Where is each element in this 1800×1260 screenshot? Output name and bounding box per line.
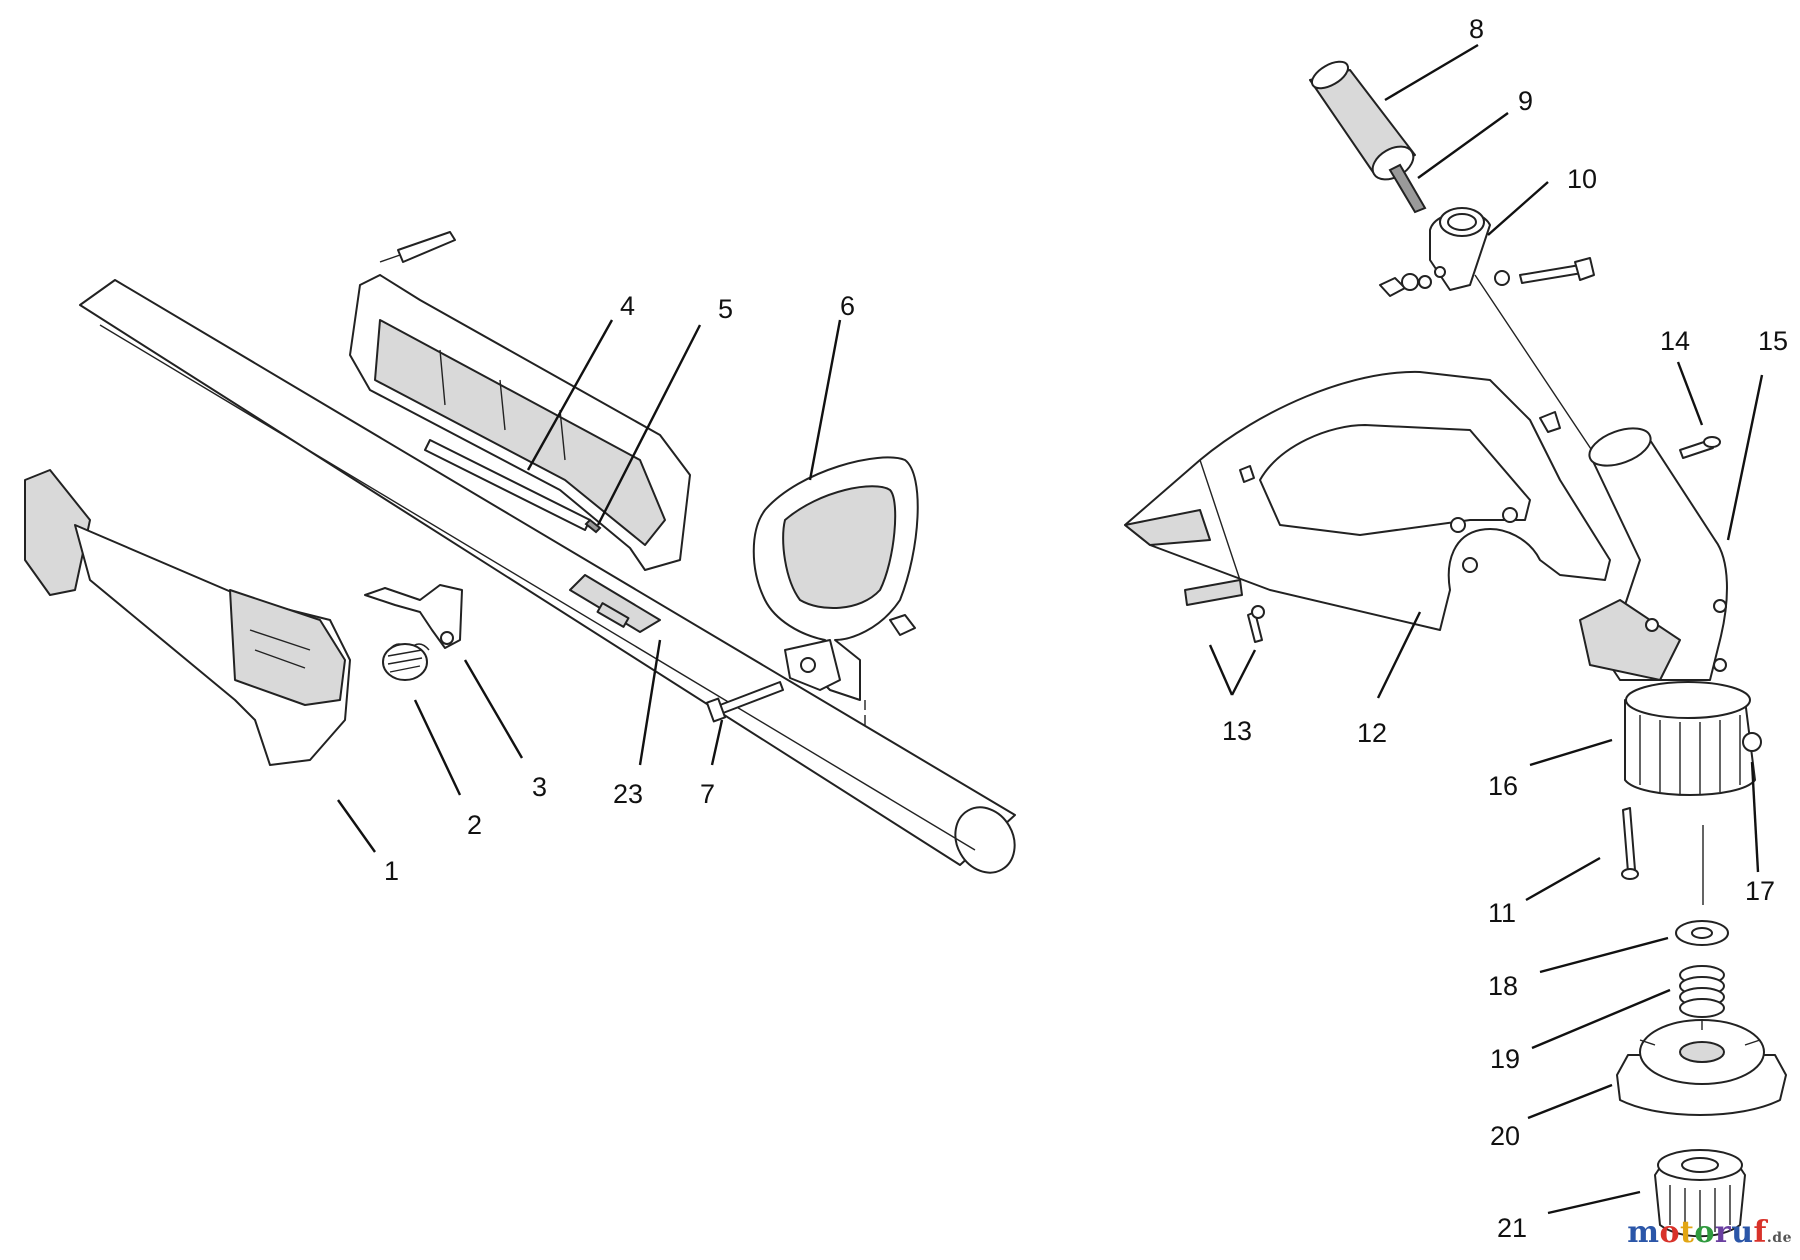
part-10-clamp xyxy=(1379,207,1596,456)
part-5-pin xyxy=(584,518,602,534)
watermark-logo: motoruf.de xyxy=(1627,1215,1792,1250)
leader-17 xyxy=(1750,761,1760,873)
callout-5: 5 xyxy=(718,294,733,324)
leader-8 xyxy=(1384,43,1479,102)
leader-16 xyxy=(1529,738,1613,767)
callout-12: 12 xyxy=(1357,718,1387,748)
callout-21: 21 xyxy=(1497,1213,1527,1243)
part-4-insert xyxy=(424,439,591,531)
callout-15: 15 xyxy=(1758,326,1788,356)
leader-7 xyxy=(710,719,724,766)
callout-18: 18 xyxy=(1488,971,1518,1001)
callout-23: 23 xyxy=(613,779,643,809)
callout-2: 2 xyxy=(467,810,482,840)
leader-6 xyxy=(808,319,842,481)
leader-11 xyxy=(1525,856,1601,902)
callout-1: 1 xyxy=(384,856,399,886)
callout-7: 7 xyxy=(700,779,715,809)
callout-labels: 1 2 3 4 5 6 7 8 9 10 11 12 13 14 15 16 1… xyxy=(384,14,1788,1243)
callout-14: 14 xyxy=(1660,326,1690,356)
leader-1 xyxy=(337,799,376,853)
part-7-bolt xyxy=(705,681,784,723)
handle-housing-half xyxy=(349,231,691,571)
part-6-loop-handle xyxy=(752,456,919,725)
part-19-spring xyxy=(1679,965,1725,1018)
leader-3 xyxy=(463,659,524,759)
callout-17: 17 xyxy=(1745,876,1775,906)
leader-5 xyxy=(596,324,702,526)
part-2-spring xyxy=(382,643,430,681)
callout-4: 4 xyxy=(620,291,635,321)
part-15-gear-head xyxy=(1579,427,1728,681)
callout-3: 3 xyxy=(532,772,547,802)
leader-21 xyxy=(1547,1190,1641,1215)
part-8-grip-sleeve xyxy=(1309,60,1416,181)
callout-9: 9 xyxy=(1518,86,1533,116)
shaft-tube xyxy=(79,279,1016,874)
leader-2 xyxy=(413,699,462,796)
leader-12 xyxy=(1376,611,1422,699)
callout-16: 16 xyxy=(1488,771,1518,801)
part-20-spool xyxy=(1616,1019,1787,1116)
leader-14 xyxy=(1676,361,1704,426)
leader-19 xyxy=(1531,988,1671,1050)
part-18-washer xyxy=(1675,920,1729,946)
part-9-drive-cable xyxy=(1388,163,1427,214)
leader-15 xyxy=(1726,374,1764,541)
part-21-bump-knob xyxy=(1654,1149,1746,1238)
callout-13: 13 xyxy=(1222,716,1252,746)
callout-11: 11 xyxy=(1488,898,1516,928)
part-1-rear-housing xyxy=(24,469,351,766)
leader-23 xyxy=(638,639,662,766)
leader-18 xyxy=(1539,936,1669,974)
leader-4 xyxy=(526,319,614,471)
callout-10: 10 xyxy=(1567,164,1597,194)
leader-13a xyxy=(1208,644,1234,696)
leader-13b xyxy=(1230,649,1257,696)
callout-19: 19 xyxy=(1490,1044,1520,1074)
leader-9 xyxy=(1417,112,1509,179)
leader-lines xyxy=(337,43,1764,1215)
callout-6: 6 xyxy=(840,291,855,321)
part-14-screw xyxy=(1679,436,1721,459)
part-17-knob xyxy=(1742,732,1762,752)
part-3-trigger-lever xyxy=(364,584,463,649)
part-13-blade-screw xyxy=(1184,465,1265,643)
callout-20: 20 xyxy=(1490,1121,1520,1151)
part-12-guard xyxy=(1124,370,1611,631)
part-11-screw xyxy=(1621,807,1704,905)
callout-8: 8 xyxy=(1469,14,1484,44)
leader-20 xyxy=(1527,1083,1613,1120)
part-16-spool-housing xyxy=(1624,681,1756,796)
leader-10 xyxy=(1487,181,1549,236)
